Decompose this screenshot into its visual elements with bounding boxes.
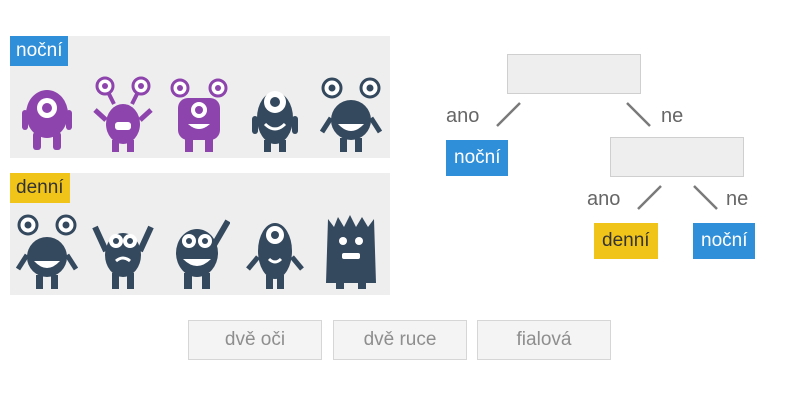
leaf-night-yes: noční: [446, 140, 509, 176]
dark-furry-monster[interactable]: [320, 213, 382, 293]
dark-arms-up-monster-icon: [92, 225, 154, 289]
dark-waving-monster-icon: [176, 219, 231, 289]
night-monsters-panel: noční: [10, 36, 390, 158]
dark-antenna-monster[interactable]: [319, 76, 383, 156]
attr-button-two-arms[interactable]: dvě ruce: [333, 320, 467, 360]
sub-yes-branch: [637, 185, 662, 210]
day-category-label: denní: [10, 173, 70, 203]
dark-tall-monster-icon: [246, 223, 304, 289]
leaf-night-no: noční: [693, 223, 756, 259]
day-monsters-row: [10, 213, 390, 293]
night-monsters-row: [10, 76, 390, 156]
purple-antenna-monster[interactable]: [92, 76, 154, 156]
purple-cyclops-monster[interactable]: [16, 76, 78, 156]
night-category-label: noční: [10, 36, 69, 66]
dark-cyclops-monster-icon: [252, 91, 298, 152]
sub-no-branch: [693, 185, 718, 210]
dark-tall-monster[interactable]: [244, 213, 306, 293]
purple-horned-monster-icon: [170, 78, 228, 152]
dark-cyclops-monster[interactable]: [244, 76, 306, 156]
sub-no-label: ne: [726, 188, 749, 210]
root-no-branch: [626, 102, 651, 127]
tree-root-slot[interactable]: [507, 54, 641, 94]
purple-horned-monster[interactable]: [168, 76, 230, 156]
tree-sub-slot[interactable]: [610, 137, 744, 177]
dark-waving-monster[interactable]: [168, 213, 231, 293]
dark-furry-monster-icon: [326, 215, 376, 289]
purple-antenna-monster-icon: [93, 76, 153, 152]
dark-antenna-monster-icon: [319, 77, 383, 152]
root-no-label: ne: [661, 105, 684, 127]
dark-antenna-monster-icon: [15, 214, 79, 289]
day-monsters-panel: denní: [10, 173, 390, 295]
dark-arms-up-monster[interactable]: [92, 213, 154, 293]
sub-yes-label: ano: [587, 188, 621, 210]
root-yes-branch: [496, 102, 521, 127]
leaf-day: denní: [594, 223, 658, 259]
attr-button-purple[interactable]: fialová: [477, 320, 611, 360]
dark-antenna-monster[interactable]: [15, 213, 79, 293]
root-yes-label: ano: [446, 105, 480, 127]
attr-button-two-eyes[interactable]: dvě oči: [188, 320, 322, 360]
purple-cyclops-monster-icon: [22, 90, 72, 150]
